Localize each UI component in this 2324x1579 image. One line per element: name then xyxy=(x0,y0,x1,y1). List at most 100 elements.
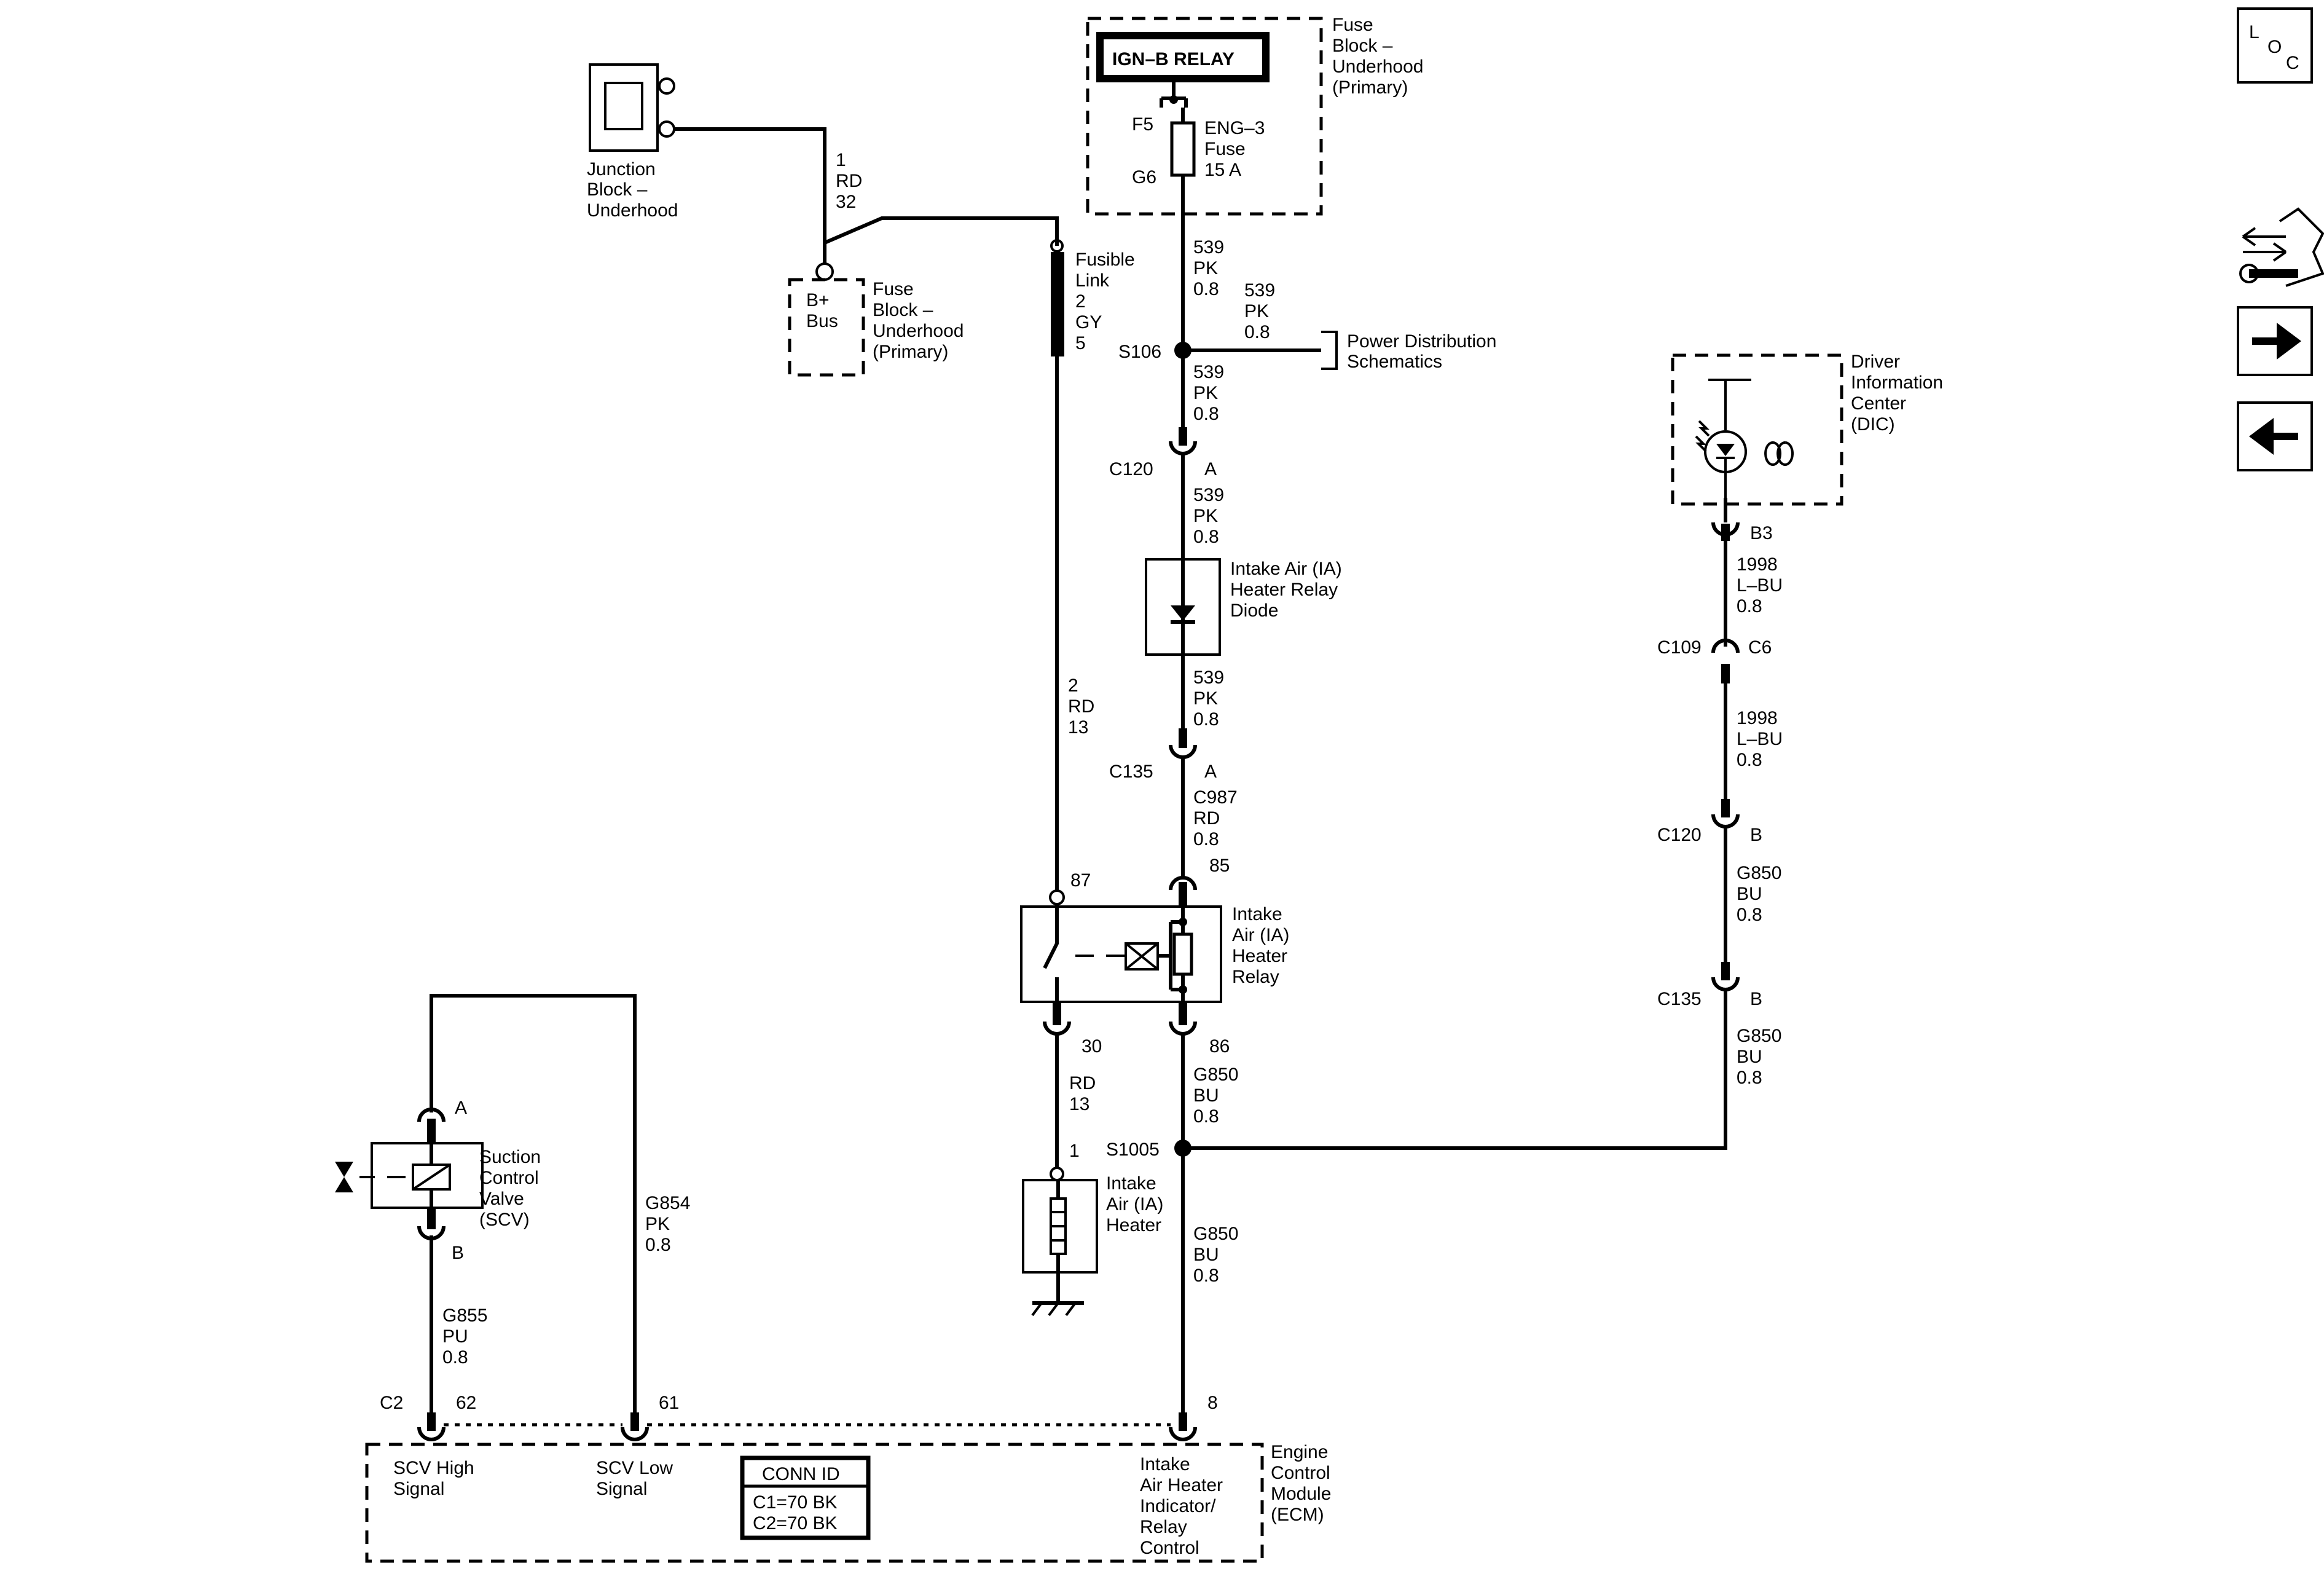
ecm-intake-ctrl-3: Indicator/ xyxy=(1140,1496,1216,1516)
bplus-title-4: (Primary) xyxy=(873,342,948,362)
wire-539-e-3: 0.8 xyxy=(1193,709,1219,730)
wire-g855-2: PU xyxy=(442,1326,468,1347)
wire-539-c-2: PK xyxy=(1193,383,1218,403)
wire-g850-c-3: 0.8 xyxy=(1737,905,1762,925)
wire-539-e-2: PK xyxy=(1193,688,1218,709)
relay-title-3: Heater xyxy=(1232,946,1287,966)
junction-title-2: Block – xyxy=(587,179,648,200)
loc-c: C xyxy=(2286,53,2299,73)
c120-b-conn: C120 xyxy=(1657,825,1702,845)
loc-l: L xyxy=(2249,22,2259,42)
ecm-title-2: Control xyxy=(1271,1463,1330,1483)
fuse-eng3-1: ENG–3 xyxy=(1204,118,1265,138)
relay-title-4: Relay xyxy=(1232,967,1279,987)
ia-heater-relay-diode: Intake Air (IA) Heater Relay Diode xyxy=(1145,558,1342,656)
heater-title-2: Air (IA) xyxy=(1106,1194,1163,1215)
fusible-link-2: Link xyxy=(1075,270,1110,291)
relay-title-2: Air (IA) xyxy=(1232,925,1289,945)
ecm-pin-62: 62 xyxy=(456,1393,476,1413)
diode-title-1: Intake Air (IA) xyxy=(1230,559,1342,579)
next-page-button[interactable] xyxy=(2237,306,2313,376)
fuse-block-top-title-2: Block – xyxy=(1332,36,1393,56)
bplus-label-2: Bus xyxy=(806,311,838,331)
c135-b-conn: C135 xyxy=(1657,989,1702,1009)
fuse-eng3-2: Fuse xyxy=(1204,139,1246,159)
wire-jb-1: 1 xyxy=(836,150,846,170)
ecm-intake-ctrl-1: Intake xyxy=(1140,1454,1190,1475)
ecm-intake-ctrl-4: Relay xyxy=(1140,1517,1187,1537)
splice-s106-label: S106 xyxy=(1118,342,1161,362)
previous-page-button[interactable] xyxy=(2237,401,2313,471)
wire-jb-3: 32 xyxy=(836,192,856,212)
wire-1998-a-3: 0.8 xyxy=(1737,596,1762,616)
wire-539-a-1: 539 xyxy=(1193,237,1224,258)
loc-o: O xyxy=(2267,37,2282,57)
c109-pin: C6 xyxy=(1748,637,1772,658)
fuse-pin-f5: F5 xyxy=(1132,114,1153,135)
fuse-pin-g6: G6 xyxy=(1132,167,1156,187)
ecm-scv-low-1: SCV Low xyxy=(596,1458,673,1478)
junction-title-3: Underhood xyxy=(587,200,678,221)
wire-539-c-3: 0.8 xyxy=(1193,404,1219,424)
relay-pin-85: 85 xyxy=(1209,856,1230,876)
wire-1998-b-3: 0.8 xyxy=(1737,750,1762,770)
troubleshooting-icon[interactable] xyxy=(2239,207,2324,287)
wire-g855-1: G855 xyxy=(442,1305,487,1326)
wire-jb-2: RD xyxy=(836,171,862,191)
scv-title-1: Suction xyxy=(479,1147,541,1167)
ia-heater-relay: 85 87 Intake Air (IA) Heater Relay 30 86 xyxy=(1020,856,1289,1057)
wire-g850-c-2: BU xyxy=(1737,884,1762,904)
c109-conn: C109 xyxy=(1657,637,1702,658)
scv-pin-b: B xyxy=(452,1243,464,1263)
ecm-title-1: Engine xyxy=(1271,1442,1328,1462)
wire-539-b-3: 0.8 xyxy=(1244,322,1270,342)
fuse-block-top-title-1: Fuse xyxy=(1332,15,1373,35)
loc-button[interactable]: L O C xyxy=(2237,7,2313,84)
c120-b-pin: B xyxy=(1750,825,1762,845)
wire-c987-3: 0.8 xyxy=(1193,829,1219,849)
wire-g854 xyxy=(430,994,637,1414)
ia-heater: 1 Intake Air (IA) Heater xyxy=(1022,1141,1163,1317)
scv-title-3: Valve xyxy=(479,1189,524,1209)
wire-c987-1: C987 xyxy=(1193,787,1238,808)
wire-rd13-top-1: 2 xyxy=(1068,675,1078,696)
wire-539-b-2: PK xyxy=(1244,301,1269,321)
connector-c135-a: C135 A xyxy=(1109,728,1217,782)
scv-title-2: Control xyxy=(479,1168,539,1188)
relay-pin-86: 86 xyxy=(1209,1036,1230,1057)
wire-539-d-3: 0.8 xyxy=(1193,527,1219,547)
wire-g850-a-1: G850 xyxy=(1193,1065,1238,1085)
wire-rd13-top-3: 13 xyxy=(1068,717,1088,738)
wire-g850-d-1: G850 xyxy=(1737,1026,1781,1046)
wire-g850-d-2: BU xyxy=(1737,1047,1762,1067)
wire-1998-b-1: 1998 xyxy=(1737,708,1778,728)
heater-title-3: Heater xyxy=(1106,1215,1161,1235)
ecm-intake-ctrl-5: Control xyxy=(1140,1538,1199,1558)
ign-b-relay-label: IGN–B RELAY xyxy=(1112,49,1235,69)
fusible-link: Fusible Link 2 GY 5 xyxy=(1050,239,1135,356)
power-dist-1: Power Distribution xyxy=(1347,331,1496,352)
fusible-link-3: 2 xyxy=(1075,291,1086,312)
ecm-scv-high-1: SCV High xyxy=(393,1458,474,1478)
wire-g850-b-3: 0.8 xyxy=(1193,1266,1219,1286)
wire-jb-bplus xyxy=(674,127,826,264)
wire-539-d-1: 539 xyxy=(1193,485,1224,505)
bplus-title-2: Block – xyxy=(873,300,933,320)
wire-g854-3: 0.8 xyxy=(645,1235,671,1255)
wire-g850-b-2: BU xyxy=(1193,1245,1219,1265)
ecm-scv-low-2: Signal xyxy=(596,1479,647,1499)
wire-1998-a-1: 1998 xyxy=(1737,554,1778,575)
engine-control-module: C2 62 61 8 SCV High Signal SCV Low Signa… xyxy=(365,1393,1331,1563)
relay-pin-30: 30 xyxy=(1082,1036,1102,1057)
ecm-conn-c2: C2 xyxy=(380,1393,403,1413)
wire-g854-1: G854 xyxy=(645,1193,690,1213)
fusible-link-4: GY xyxy=(1075,312,1102,333)
diode-title-2: Heater Relay xyxy=(1230,580,1338,600)
ecm-pin-8: 8 xyxy=(1207,1393,1218,1413)
heater-pin-1: 1 xyxy=(1069,1141,1080,1161)
dic-pin-b3: B3 xyxy=(1750,523,1773,543)
bplus-title-3: Underhood xyxy=(873,321,964,341)
splice-s1005-label: S1005 xyxy=(1106,1140,1160,1160)
wire-rd13-top-2: RD xyxy=(1068,696,1094,717)
